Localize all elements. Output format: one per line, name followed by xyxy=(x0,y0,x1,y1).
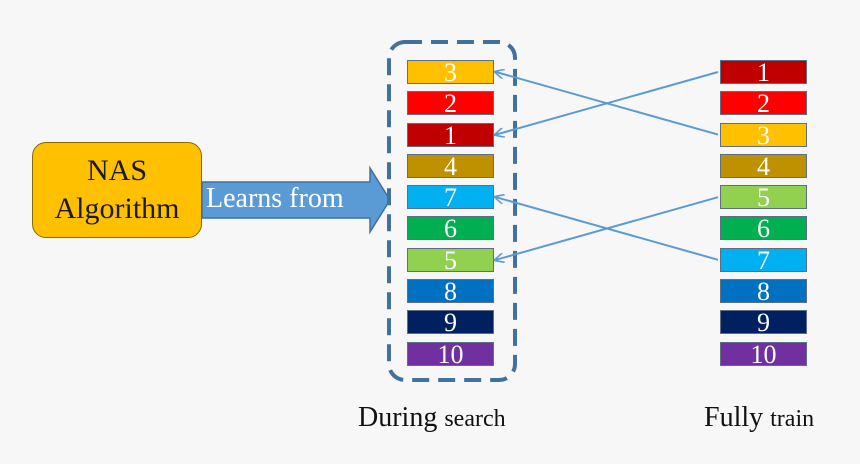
connector-model-3 xyxy=(496,72,719,136)
fully-train-caption-main: Fully xyxy=(704,402,764,433)
fully-train-ranking: 1 2 3 4 5 6 7 8 9 10 xyxy=(720,60,807,366)
during-search-rank-box-8: 8 xyxy=(407,279,494,304)
fully-train-rank-box-3: 3 xyxy=(720,122,807,147)
during-search-rank-box-2: 2 xyxy=(407,91,494,116)
learns-from-arrow xyxy=(201,166,391,234)
arrow-shape xyxy=(201,166,391,234)
fully-train-rank-box-4: 4 xyxy=(720,153,807,178)
during-search-rank-box-10: 10 xyxy=(407,341,494,366)
fully-train-rank-box-10: 10 xyxy=(720,341,807,366)
fully-train-rank-box-2: 2 xyxy=(720,91,807,116)
during-search-rank-box-7: 7 xyxy=(407,185,494,210)
fully-train-caption: Fully train xyxy=(704,402,814,434)
dashed-frame-rect xyxy=(387,40,517,382)
during-search-rank-box-9: 9 xyxy=(407,310,494,335)
fully-train-caption-small: train xyxy=(770,406,815,432)
nas-algorithm-box: NAS Algorithm xyxy=(32,142,202,238)
during-search-dashed-frame xyxy=(387,40,517,382)
during-search-caption: During search xyxy=(358,402,506,434)
during-search-rank-box-3: 3 xyxy=(407,60,494,84)
during-search-rank-box-6: 6 xyxy=(407,216,494,241)
nas-algorithm-label-line2: Algorithm xyxy=(54,192,180,225)
fully-train-rank-box-1: 1 xyxy=(720,60,807,84)
during-search-rank-box-4: 4 xyxy=(407,153,494,178)
fully-train-rank-box-8: 8 xyxy=(720,279,807,304)
learns-from-label: Learns from xyxy=(206,183,344,214)
fully-train-rank-box-7: 7 xyxy=(720,247,807,272)
during-search-caption-small: search xyxy=(444,406,506,432)
during-search-rank-box-1: 1 xyxy=(407,122,494,147)
during-search-caption-main: During xyxy=(358,402,438,433)
fully-train-rank-box-6: 6 xyxy=(720,216,807,241)
fully-train-rank-box-5: 5 xyxy=(720,185,807,210)
nas-algorithm-label-line1: NAS xyxy=(86,154,147,187)
connector-model-7 xyxy=(496,197,719,261)
fully-train-rank-box-9: 9 xyxy=(720,310,807,335)
